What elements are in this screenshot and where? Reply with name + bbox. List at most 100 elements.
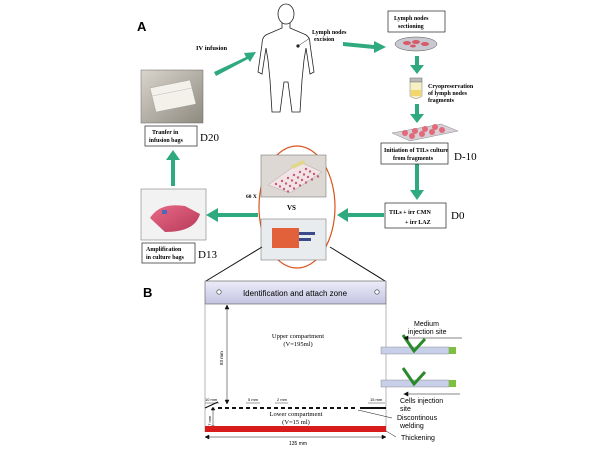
well-dot [308, 170, 312, 173]
initiation-box [380, 142, 449, 165]
well-dot [310, 178, 314, 181]
sectioning-label-1: Lymph nodes [394, 16, 429, 22]
lymph-node-pointer [297, 37, 311, 47]
well-dot [298, 170, 302, 174]
lower-compartment-label-2: (V=15 ml) [282, 419, 310, 426]
thickening-label: Thickening [401, 435, 435, 442]
welding-pointer [357, 409, 393, 419]
day-d13: D13 [198, 249, 217, 261]
well-dot [290, 179, 294, 182]
day-d0: D0 [451, 210, 465, 222]
amplification-label-1: Amplification [146, 247, 182, 253]
well-dot [302, 173, 306, 176]
arrow-d0-to-vs [337, 208, 384, 222]
lymph-excision-label-2: excision [314, 37, 335, 43]
medium-port [380, 334, 456, 355]
well-dot [300, 178, 304, 182]
well-dot [286, 190, 290, 193]
well-dot [304, 181, 308, 184]
arrow-iv-infusion [214, 52, 256, 76]
cells-injection-label-1: Cells injection [400, 398, 443, 405]
dim-17-label: 17 mm [207, 415, 212, 428]
lymph-excision-label-1: Lymph nodes [312, 30, 347, 36]
welding-corner [204, 401, 219, 409]
discontinuous-welding-label-1: Discontinous [397, 415, 438, 422]
dim-83-label: 83 mm [219, 351, 224, 365]
panel-b-label: B [143, 285, 152, 300]
well-dot [316, 175, 320, 178]
amplification-photo [140, 188, 207, 241]
well-dot [288, 184, 292, 188]
vs-label: VS [287, 204, 296, 212]
sixty-x-label: 60 X [246, 194, 257, 200]
well-dot [280, 179, 284, 183]
transfer-box [144, 125, 198, 147]
cryo-label-1: Cryopreservation [428, 84, 474, 90]
well-dot [284, 182, 288, 185]
attach-zone [204, 280, 387, 305]
well-dot [282, 187, 286, 191]
arrow-sectioning-to-cryo [410, 56, 424, 74]
amplification-label-2: in culture bags [146, 255, 185, 261]
culture-plate-icon [391, 123, 459, 142]
sectioning-dish-icon [394, 36, 438, 52]
dim-135-label: 135 mm [289, 441, 307, 447]
human-silhouette [257, 3, 315, 113]
arrow-to-sectioning [343, 41, 386, 53]
transfer-label-2: infusion bags [149, 138, 184, 144]
well-dot [304, 167, 308, 171]
dimension-135mm [204, 434, 387, 440]
amplification-box [141, 242, 196, 264]
well-dot [292, 173, 296, 177]
medium-injection-label-1: Medium [414, 321, 439, 328]
infusion-bag-photo [140, 69, 204, 124]
cryo-label-2: of lymph nodes [428, 91, 468, 97]
dim-5-label: 5 mm [248, 397, 259, 402]
upper-compartment-label-1: Upper compartment [272, 333, 324, 340]
sectioning-label-2: sectioning [398, 24, 424, 30]
dim-2-label: 2 mm [277, 397, 288, 402]
cells-injection-label-2: site [400, 406, 411, 413]
lower-compartment-label-1: Lower compartment [270, 411, 323, 418]
well-dot [294, 181, 298, 185]
dim-10-label: 10 mm [205, 397, 218, 402]
well-dot [278, 185, 282, 188]
transfer-label-1: Tranfer in [152, 130, 179, 136]
tils-label-2: + irr LAZ [405, 220, 431, 226]
arrow-init-to-d0 [410, 160, 424, 200]
day-d-minus-10: D-10 [454, 151, 477, 163]
well-dot [312, 172, 316, 176]
well-dot [274, 182, 278, 186]
arrow-amp-to-transfer [166, 150, 180, 186]
well-dot [296, 176, 300, 179]
medium-pointer-arrow [403, 335, 462, 341]
culture-bag-photo [260, 218, 327, 261]
well-dot [306, 175, 310, 179]
discontinuous-welding-label-2: welding [399, 423, 424, 430]
thickening-bar [205, 426, 386, 432]
tils-box [384, 202, 447, 229]
initiation-label-1: Initiation of TILs culture [384, 148, 449, 154]
well-dot [292, 187, 296, 190]
cells-port [380, 367, 456, 388]
medium-injection-label-2: injection site [408, 329, 447, 336]
arrow-vs-to-amp [206, 208, 258, 222]
well-dots [274, 167, 320, 193]
arrow-cryo-to-init [410, 104, 424, 123]
thickening-pointer [385, 430, 397, 438]
panel-a-label: A [137, 19, 147, 34]
zoom-line-right [329, 246, 386, 282]
well-dot [286, 176, 290, 180]
initiation-label-2: from fragments [393, 156, 434, 162]
hang-hole-right [374, 289, 380, 295]
cryo-label-3: fragments [428, 98, 455, 104]
dim-15-label: 15 mm [370, 397, 383, 402]
well-plate-photo [260, 154, 327, 198]
cryo-tube-icon [409, 77, 423, 99]
comparison-oval [258, 145, 336, 269]
dimension-83mm [224, 304, 230, 405]
hang-hole-left [216, 289, 222, 295]
sectioning-box [387, 10, 446, 33]
tils-label-1: TILs + irr CMN [389, 210, 431, 216]
